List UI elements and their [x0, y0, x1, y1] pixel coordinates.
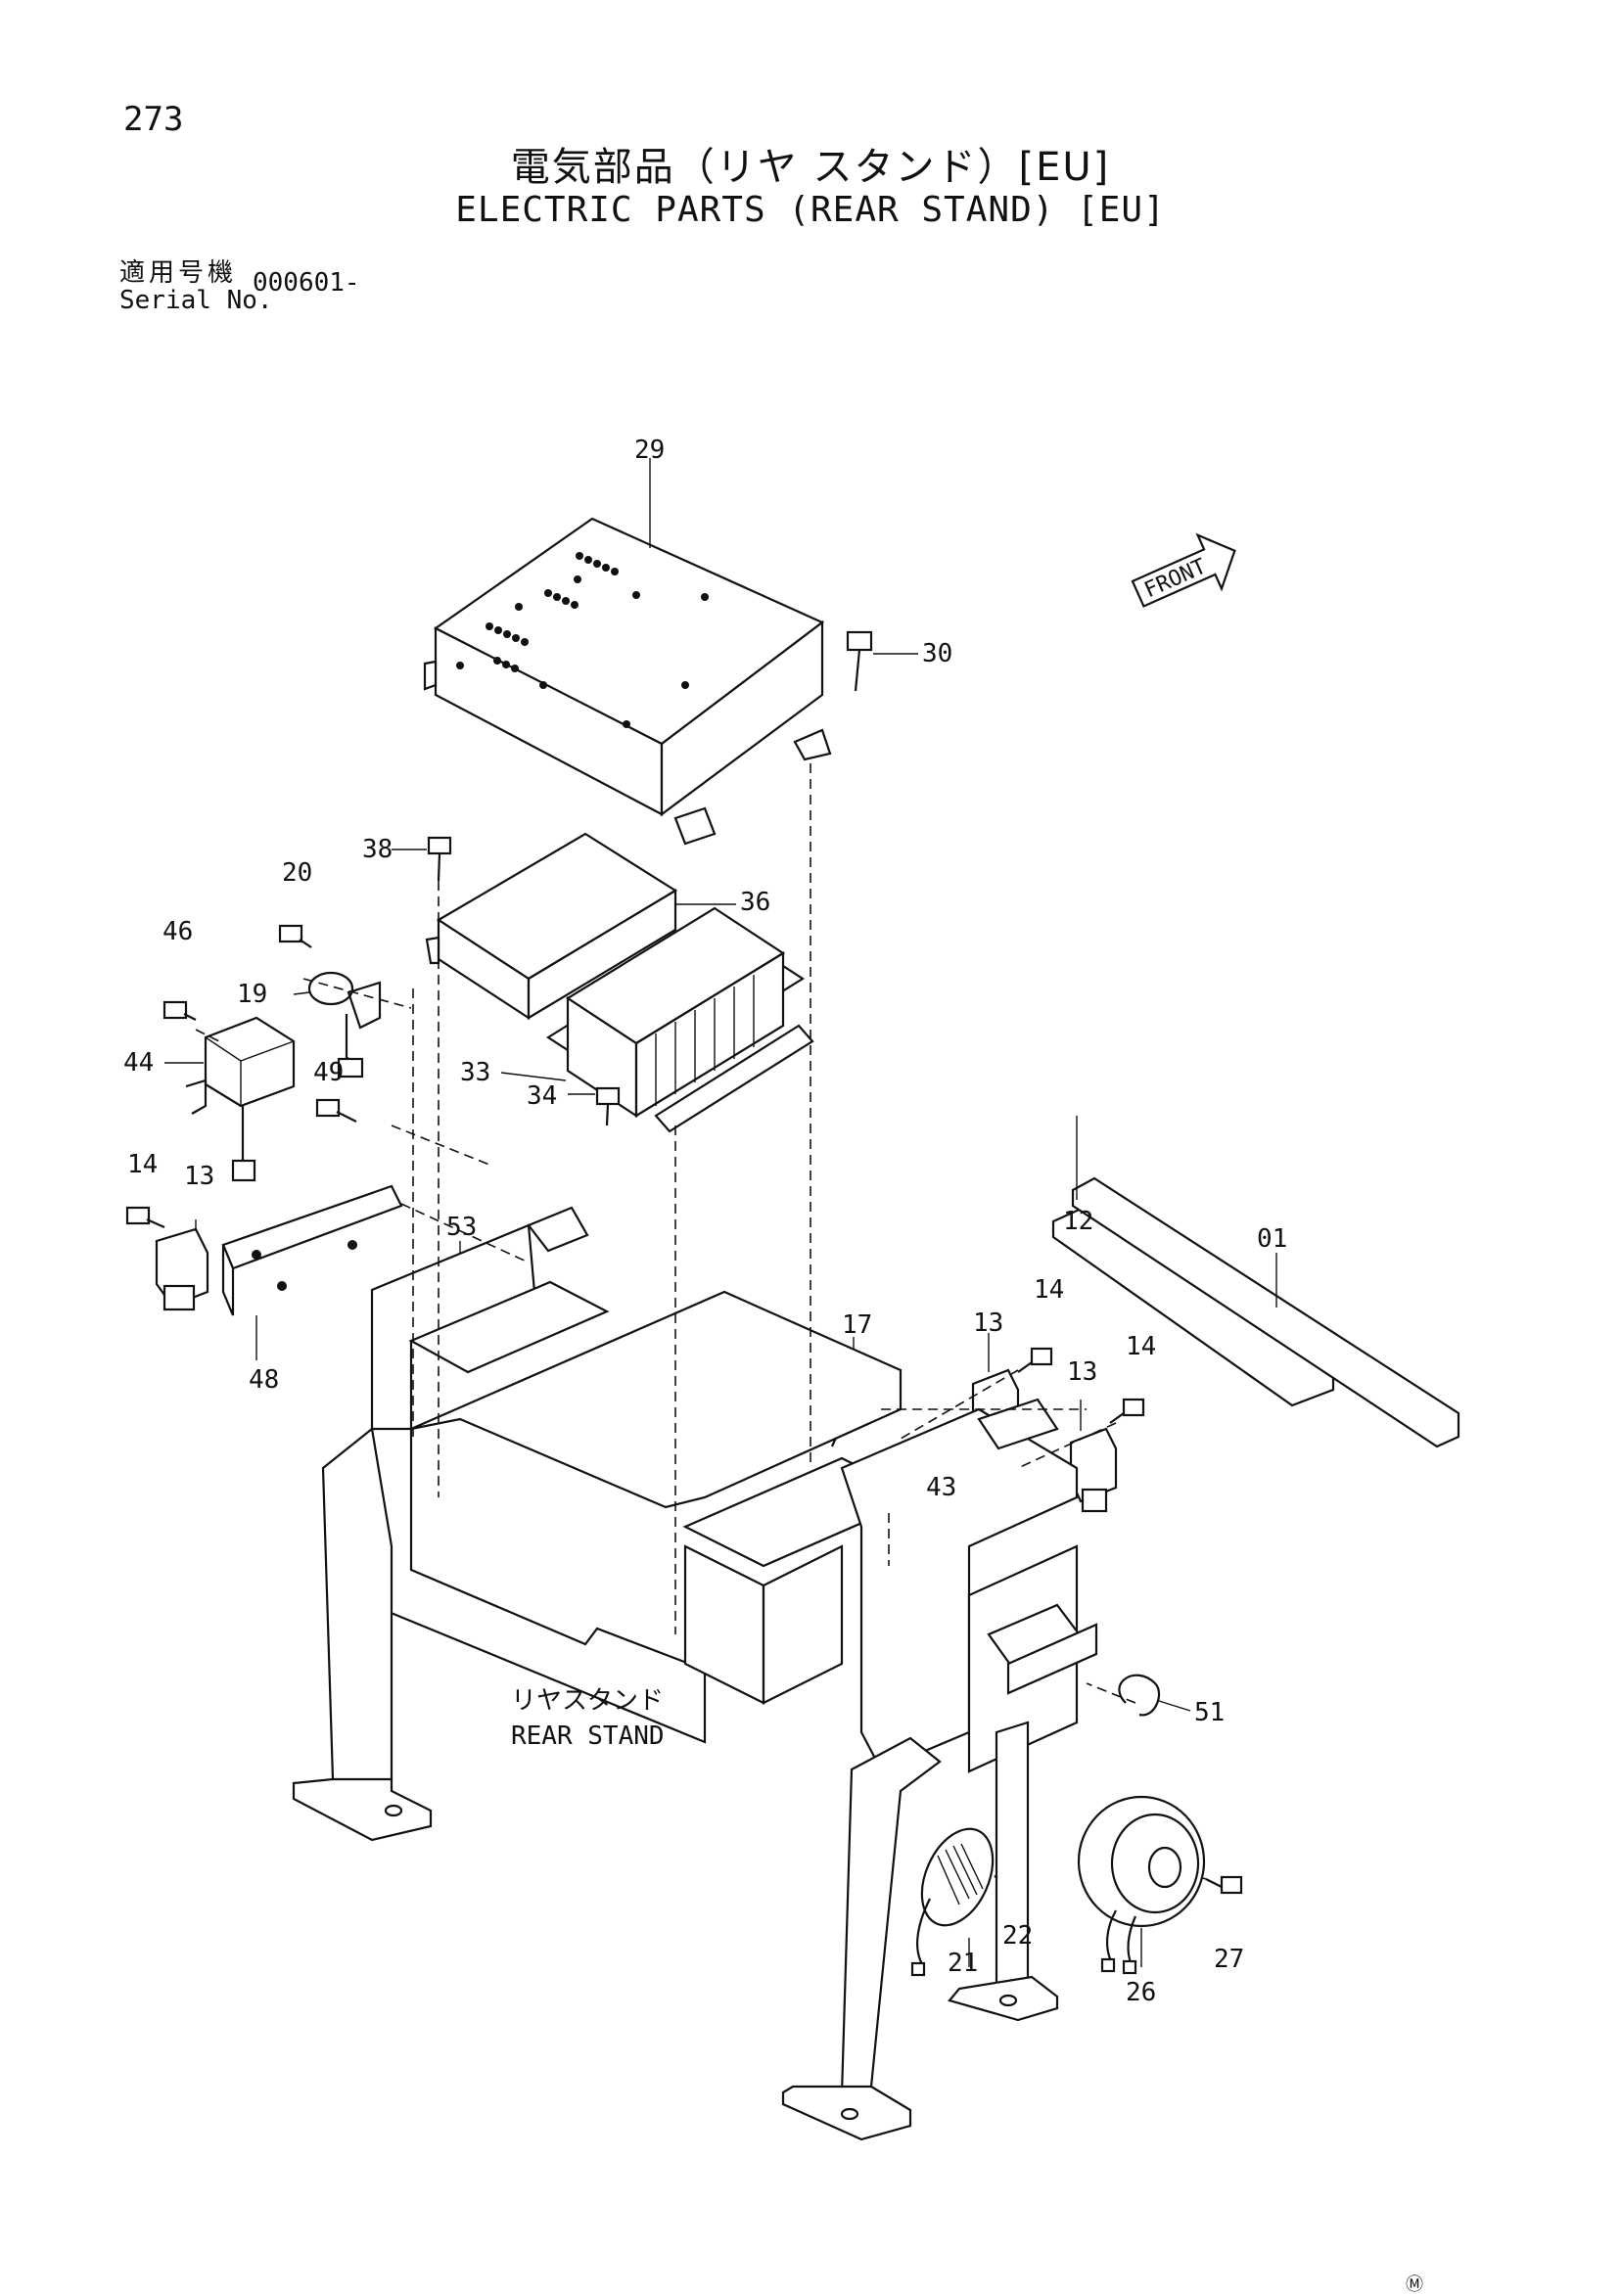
part-01-plate — [1071, 1176, 1460, 1448]
part-26-horn — [1077, 1795, 1206, 1975]
callout-49: 49 — [313, 1058, 344, 1087]
callout-17: 17 — [842, 1310, 872, 1340]
callout-36: 36 — [740, 888, 770, 917]
callout-22: 22 — [1002, 1921, 1033, 1951]
serial-number-value: 000601- — [253, 268, 360, 298]
callout-19: 19 — [237, 980, 267, 1009]
rear-stand-frame — [292, 1206, 1098, 2141]
callout-44: 44 — [123, 1048, 154, 1078]
serial-label-japanese: 適用号機 — [119, 258, 238, 288]
callout-21: 21 — [948, 1949, 978, 1978]
part-21-horn — [910, 1827, 995, 1977]
rear-stand-label-english: REAR STAND — [511, 1722, 665, 1751]
part-14-bolt-right — [1109, 1398, 1145, 1424]
callout-12: 12 — [1063, 1207, 1093, 1236]
page-title-english: ELECTRIC PARTS (REAR STAND) [EU] — [455, 190, 1166, 230]
part-36-module — [425, 832, 736, 1021]
part-20-bolt — [278, 924, 312, 948]
front-direction-arrow: FRONT — [1131, 532, 1236, 608]
callout-27: 27 — [1214, 1945, 1244, 1974]
part-33-heat-sink-unit — [500, 906, 814, 1133]
part-27-bolt — [1205, 1875, 1243, 1895]
rear-stand-label-japanese: リヤスタンド — [511, 1686, 664, 1716]
part-48-bracket — [221, 1184, 403, 1270]
callout-01: 01 — [1257, 1224, 1287, 1254]
catalog-mark: Ⓜ — [1406, 2274, 1423, 2295]
part-38-bolt — [392, 836, 452, 882]
lower-right-parts — [910, 1674, 1206, 1977]
part-14-bolt-mid — [1017, 1347, 1053, 1373]
callout-46: 46 — [162, 917, 193, 946]
part-51-clip — [1118, 1674, 1161, 1717]
callout-48: 48 — [249, 1365, 279, 1395]
callout-14-right: 14 — [1126, 1332, 1156, 1361]
callout-20: 20 — [282, 858, 312, 888]
callout-30: 30 — [922, 639, 952, 668]
part-19-sensor — [307, 971, 354, 1006]
part-34-bolt — [568, 1086, 621, 1126]
callout-53: 53 — [446, 1213, 477, 1242]
part-49-bolt — [315, 1098, 357, 1123]
part-46-bolt — [162, 1000, 197, 1021]
callout-14-left: 14 — [127, 1150, 158, 1179]
callout-13-mid: 13 — [973, 1309, 1003, 1338]
callout-34: 34 — [527, 1081, 557, 1111]
callout-51: 51 — [1194, 1698, 1225, 1727]
part-29-controller-box — [423, 458, 832, 846]
part-44-box — [204, 1016, 296, 1108]
part-30-bolt — [846, 630, 918, 692]
callout-13-right: 13 — [1067, 1357, 1097, 1387]
callout-43: 43 — [926, 1473, 956, 1502]
alignment-dashed-lines — [195, 763, 1207, 1900]
part-14-bolt-left — [125, 1206, 165, 1229]
callout-38: 38 — [362, 835, 393, 864]
callout-13-left: 13 — [184, 1162, 214, 1191]
callout-26: 26 — [1126, 1978, 1156, 2007]
callout-33: 33 — [460, 1058, 490, 1087]
part-12-01-plates — [1051, 1116, 1460, 1448]
callout-14-mid: 14 — [1034, 1275, 1064, 1305]
serial-label-english: Serial No. — [119, 286, 273, 315]
callout-29: 29 — [634, 436, 665, 465]
callout-labels: 29 30 38 36 20 46 19 44 49 33 34 14 13 5… — [123, 436, 1287, 2007]
page-title-japanese: 電気部品（リヤ スタンド）[EU] — [510, 145, 1111, 190]
page-number: 273 — [123, 100, 184, 139]
